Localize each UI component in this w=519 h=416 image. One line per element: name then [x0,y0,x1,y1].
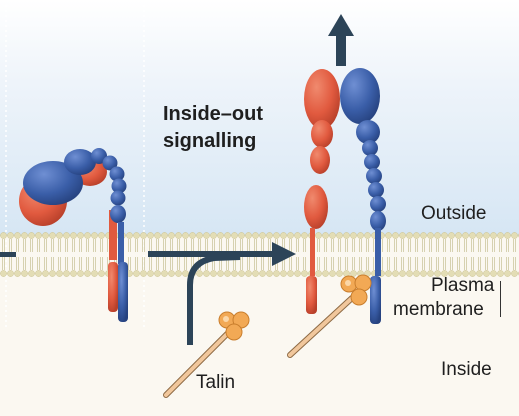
title-line-2: signalling [163,130,257,152]
beta-egf-domain [370,196,386,212]
outside-label: Outside [421,203,487,224]
extracellular-region [0,0,519,236]
beta-leg-inactive [118,222,124,264]
talin-label: Talin [196,372,236,393]
talin-pathway-curve [187,254,241,345]
inactive-integrin [19,148,128,322]
alpha-cytoplasmic-tail-inactive [108,262,118,312]
alpha-calf2-domain-active [304,185,328,229]
beta-egf-domain [111,178,127,194]
beta-cytoplasmic-tail-inactive [118,262,128,322]
beta-leg-active [375,228,381,276]
alpha-calf1-domain-active [310,146,330,174]
alpha-leg-inactive [109,210,117,260]
alpha-leg-active [310,228,315,276]
active-integrin [304,68,386,324]
alpha-cytoplasmic-tail-active [306,276,317,314]
arrow-stub-left [0,252,16,257]
alpha-headpiece-active [304,69,340,129]
beta-egf-domain [102,155,118,171]
outside-in-arrow [328,14,354,66]
beta-hybrid-domain-inactive [64,149,96,175]
talin-free [163,311,250,398]
beta-egf-domain [364,154,380,170]
beta-tail-domain-active [370,211,386,231]
beta-hybrid-domain-active [356,120,380,144]
beta-egf-domain [91,148,107,164]
beta-egf-domain [362,140,378,156]
beta-headpiece-inactive [23,161,83,205]
beta-cytoplasmic-tail-active [370,276,381,324]
talin-bound [287,274,372,358]
beta-egf-domain [366,168,382,184]
beta-egf-domain [110,190,126,206]
diagram-title: Inside–out signalling [163,101,263,155]
alpha-thigh-domain-active [311,120,333,148]
beta-egf-domain [368,182,384,198]
beta-headpiece-active [340,68,380,124]
beta-tail-domain-inactive [110,205,126,223]
inside-label: Inside [441,359,492,380]
plasma-label: Plasma [431,275,495,296]
beta-egf-domain [109,166,125,182]
membrane-label: membrane [393,299,484,320]
membrane-bracket [500,281,501,317]
activation-arrow [148,242,296,266]
title-line-1: Inside–out [163,103,264,125]
